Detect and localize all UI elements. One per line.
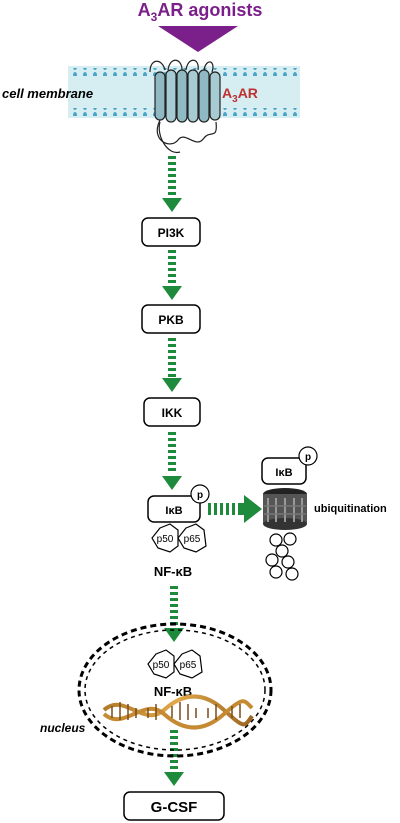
p65-label: p65 [184,534,201,545]
nucleus-envelope [77,622,273,758]
arrow-nucleus-to-gcsf [164,730,184,786]
nucleus-label: nucleus [40,721,86,735]
p65-nuclear-subunit [173,649,203,679]
ubiquitination-label: ubiquitination [314,503,387,515]
arrow-ikk-to-ikb [162,432,182,490]
a3ar-receptor-label: A3AR [222,85,258,105]
ikb-complex: IκB p p50 p65 [147,484,210,553]
arrow-pi3k-to-pkb [162,250,182,300]
node-pkb: PKB [141,304,201,334]
arrow-nfkb-to-nucleus [164,586,184,642]
node-pkb-label: PKB [158,313,184,327]
degraded-fragments-icon [265,532,299,581]
node-pi3k-label: PI3K [158,226,185,240]
cell-membrane-label: cell membrane [2,86,93,101]
p65-nuclear-label: p65 [180,660,197,671]
p50-nuclear-subunit [147,649,175,679]
gcsf-output-box: G-CSF [123,791,225,821]
ikb-phospho-free: IκB p [261,446,318,485]
phospho-free-label: p [305,452,311,463]
agonist-label: A3AR agonists [138,0,263,24]
p65-subunit [177,523,207,553]
p50-nuclear-label: p50 [153,660,170,671]
node-ikk: IKK [143,397,201,427]
p50-subunit [151,523,179,553]
node-pi3k: PI3K [141,217,201,247]
nfkb-nuclear-complex: p50 p65 [147,649,203,679]
nfkb-nuclear-label: NF-κB [154,684,192,699]
arrow-receptor-to-pi3k [162,156,182,212]
dna-helix-icon [102,694,254,730]
p50-label: p50 [157,534,174,545]
nfkb-label: NF-κB [154,564,192,579]
proteasome-icon [263,488,307,530]
node-ikk-label: IKK [162,406,183,420]
ikb-free-label: IκB [275,467,292,479]
a3ar-receptor-icon [149,59,221,154]
phospho-label: p [197,490,203,501]
arrow-pkb-to-ikk [162,338,182,392]
ikb-label: IκB [165,505,182,517]
agonist-ligand-icon [158,26,238,52]
arrow-ikb-to-ubiquitination [208,495,262,523]
gcsf-label: G-CSF [151,799,198,816]
